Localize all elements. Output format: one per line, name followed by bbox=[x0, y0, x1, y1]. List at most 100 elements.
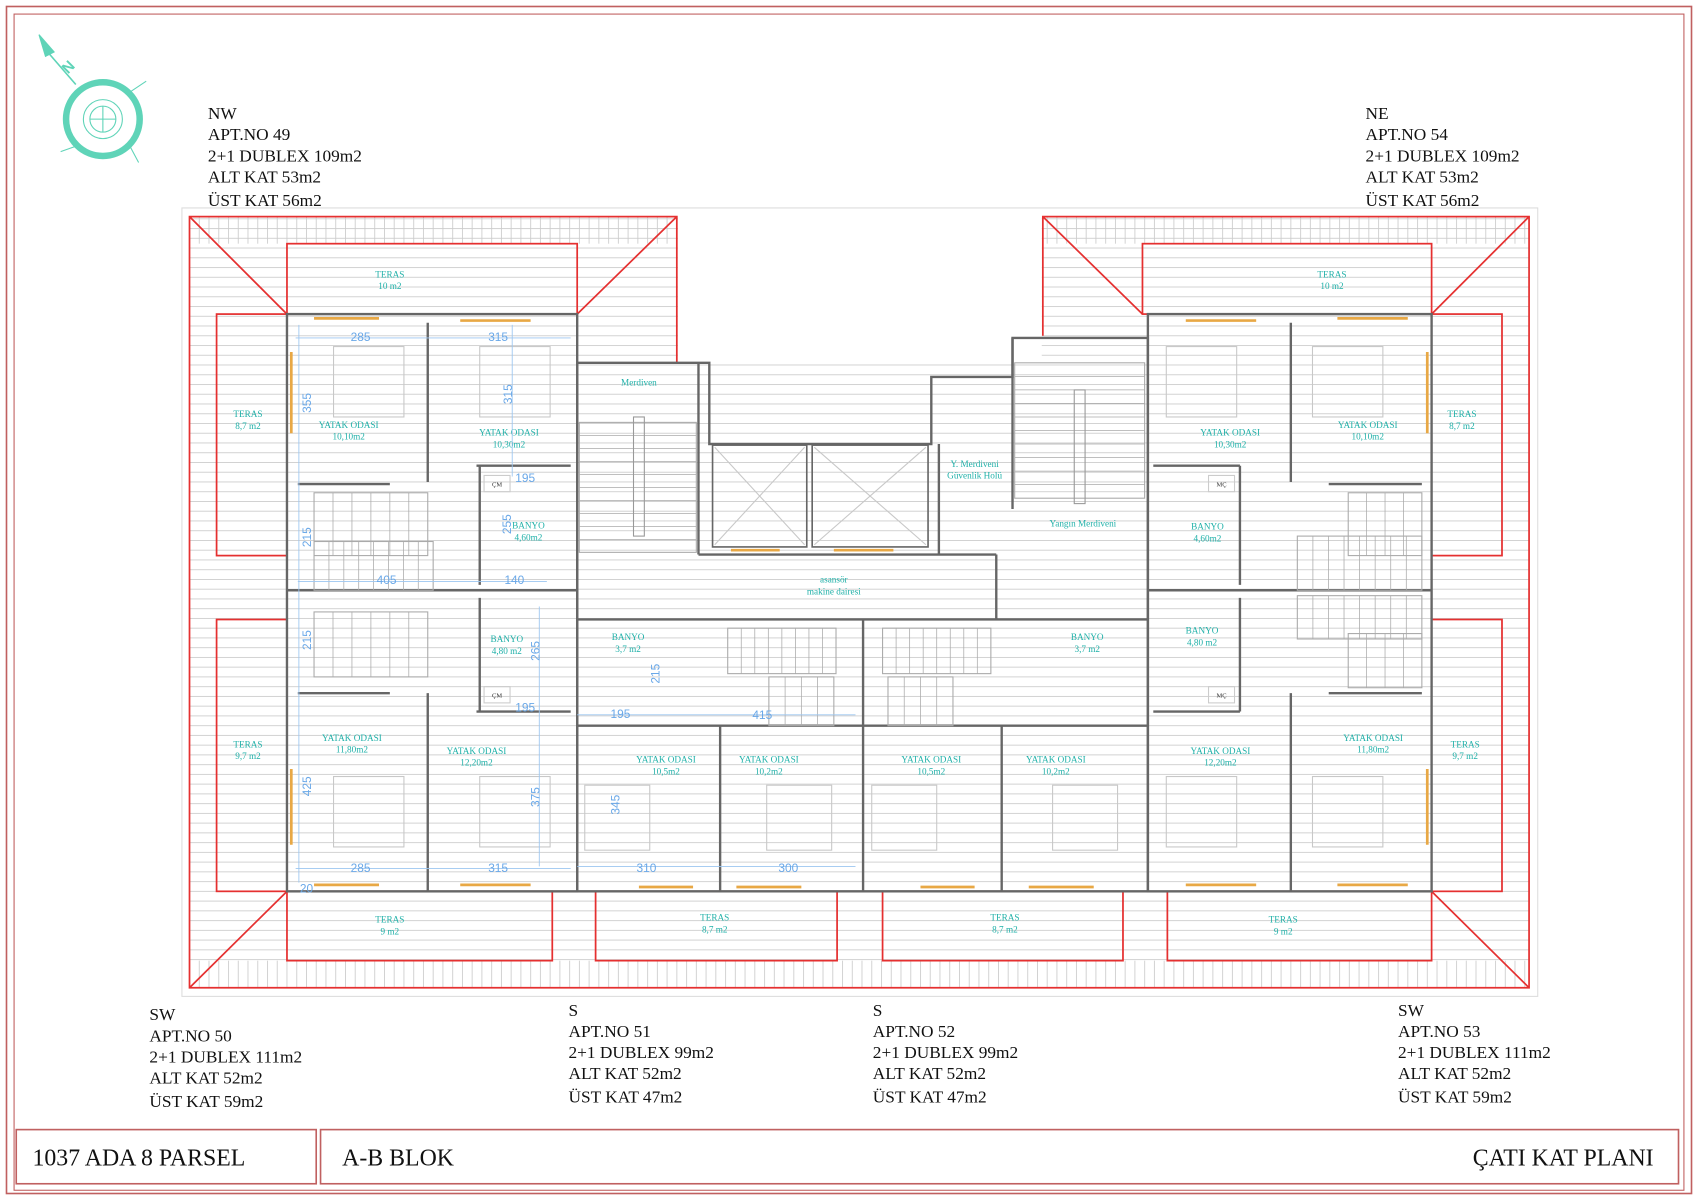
room-area: 10,5m2 bbox=[917, 766, 945, 776]
room-name: BANYO bbox=[612, 632, 645, 642]
roof-edges bbox=[188, 215, 1530, 989]
dimension-value: 195 bbox=[515, 471, 535, 485]
dimension-value: 415 bbox=[752, 708, 772, 722]
room-area: 11,80m2 bbox=[336, 745, 368, 755]
roof-hatch-top-right bbox=[1042, 216, 1530, 244]
room-name: TERAS bbox=[375, 269, 404, 279]
room-area: Güvenlik Holü bbox=[947, 471, 1002, 481]
dimension-value: 255 bbox=[500, 514, 514, 534]
room-name: YATAK ODASI bbox=[1200, 427, 1260, 437]
apartment-apt: APT.NO 54 bbox=[1366, 125, 1449, 144]
room-area: 8,7 m2 bbox=[992, 924, 1018, 934]
room-area: 4,80 m2 bbox=[492, 646, 523, 656]
bed-icon bbox=[766, 784, 833, 851]
apartment-apt: APT.NO 52 bbox=[873, 1022, 955, 1041]
room-area: 8,7 m2 bbox=[235, 421, 261, 431]
room-name: TERAS bbox=[233, 739, 262, 749]
apartment-orientation: SW bbox=[1398, 1001, 1425, 1020]
roof-hatch-top-left bbox=[189, 216, 677, 244]
dimension-value: 215 bbox=[300, 527, 314, 547]
bed-icon bbox=[479, 346, 551, 418]
apartment-type: 2+1 DUBLEX 99m2 bbox=[873, 1043, 1018, 1062]
room-area: 9 m2 bbox=[381, 927, 400, 937]
apartment-apt: APT.NO 49 bbox=[208, 125, 290, 144]
apartment-alt: ALT KAT 52m2 bbox=[1398, 1064, 1511, 1083]
dimension-value: 315 bbox=[488, 330, 508, 344]
room-area: 10,10m2 bbox=[1352, 432, 1385, 442]
room-name: TERAS bbox=[375, 915, 404, 925]
room-area: 9 m2 bbox=[1274, 927, 1293, 937]
room-name: BANYO bbox=[490, 634, 523, 644]
dimension-value: 20 bbox=[300, 881, 314, 895]
elevator-shafts bbox=[711, 444, 929, 552]
room-name: TERAS bbox=[233, 409, 262, 419]
dimension-value: 345 bbox=[608, 794, 622, 814]
room-area: 10,10m2 bbox=[332, 432, 365, 442]
room-area: 12,20m2 bbox=[1204, 758, 1237, 768]
roof-gap bbox=[677, 211, 1042, 363]
room-name: TERAS bbox=[990, 913, 1019, 923]
room-name: BANYO bbox=[1071, 632, 1104, 642]
apartment-orientation: NE bbox=[1366, 104, 1389, 123]
fixture-label: MÇ bbox=[1216, 692, 1226, 699]
apartment-type: 2+1 DUBLEX 111m2 bbox=[149, 1047, 302, 1066]
room-name: TERAS bbox=[1269, 915, 1298, 925]
room-area: 10 m2 bbox=[378, 281, 402, 291]
sheet-border-outer bbox=[5, 5, 1693, 1195]
room-area: makine dairesi bbox=[807, 587, 861, 597]
apartment-ust: ÜST KAT 59m2 bbox=[1398, 1088, 1512, 1107]
room-name: TERAS bbox=[1451, 739, 1480, 749]
room-name: TERAS bbox=[1447, 409, 1476, 419]
bed-icon bbox=[332, 346, 405, 418]
room-name: YATAK ODASI bbox=[1026, 754, 1086, 764]
fixture-box bbox=[483, 686, 511, 704]
stairs bbox=[313, 362, 1423, 727]
building-walls bbox=[285, 312, 1433, 893]
apartment-ust: ÜST KAT 47m2 bbox=[873, 1088, 987, 1107]
apartment-alt: ALT KAT 52m2 bbox=[569, 1064, 682, 1083]
apartment-alt: ALT KAT 53m2 bbox=[208, 167, 321, 186]
room-name: YATAK ODASI bbox=[1338, 420, 1398, 430]
room-area: 8,7 m2 bbox=[702, 924, 728, 934]
apartment-ust: ÜST KAT 56m2 bbox=[208, 191, 322, 210]
fixture-box bbox=[1207, 474, 1236, 493]
apartment-alt: ALT KAT 52m2 bbox=[873, 1064, 986, 1083]
room-area: 4,60m2 bbox=[515, 532, 543, 542]
bed-icon bbox=[1311, 775, 1384, 848]
dimension-value: 285 bbox=[351, 330, 371, 344]
fixture-box bbox=[1207, 686, 1236, 704]
furniture bbox=[332, 346, 1384, 851]
room-name: BANYO bbox=[512, 521, 545, 531]
dimension-value: 285 bbox=[351, 861, 371, 875]
apartment-alt: ALT KAT 53m2 bbox=[1366, 167, 1479, 186]
room-area: 10,30m2 bbox=[1214, 439, 1247, 449]
dimension-value: 215 bbox=[648, 663, 662, 683]
dimension-value: 405 bbox=[377, 573, 397, 587]
room-name: YATAK ODASI bbox=[739, 754, 799, 764]
apartment-orientation: S bbox=[873, 1001, 883, 1020]
plan-title: ÇATI KAT PLANI bbox=[1473, 1145, 1654, 1171]
apartment-orientation: S bbox=[569, 1001, 579, 1020]
room-name: TERAS bbox=[700, 913, 729, 923]
dimension-value: 215 bbox=[300, 630, 314, 650]
apartment-apt: APT.NO 53 bbox=[1398, 1022, 1480, 1041]
apartment-type: 2+1 DUBLEX 109m2 bbox=[1366, 146, 1520, 165]
apartment-ust: ÜST KAT 59m2 bbox=[149, 1092, 263, 1111]
bed-icon bbox=[1165, 775, 1238, 848]
room-name: YATAK ODASI bbox=[447, 746, 507, 756]
room-area: 3,7 m2 bbox=[1074, 644, 1100, 654]
dimension-value: 355 bbox=[300, 393, 314, 413]
room-name: Merdiven bbox=[621, 378, 657, 388]
parcel-label: 1037 ADA 8 PARSEL bbox=[32, 1145, 245, 1171]
svg-text:N: N bbox=[59, 58, 79, 78]
room-area: 9,7 m2 bbox=[235, 751, 261, 761]
apartment-ust: ÜST KAT 56m2 bbox=[1366, 191, 1480, 210]
bed-icon bbox=[871, 784, 938, 851]
room-area: 10,30m2 bbox=[493, 439, 526, 449]
bed-icon bbox=[1165, 346, 1238, 418]
dimension-value: 195 bbox=[611, 707, 631, 721]
apartment-orientation: NW bbox=[208, 104, 238, 123]
